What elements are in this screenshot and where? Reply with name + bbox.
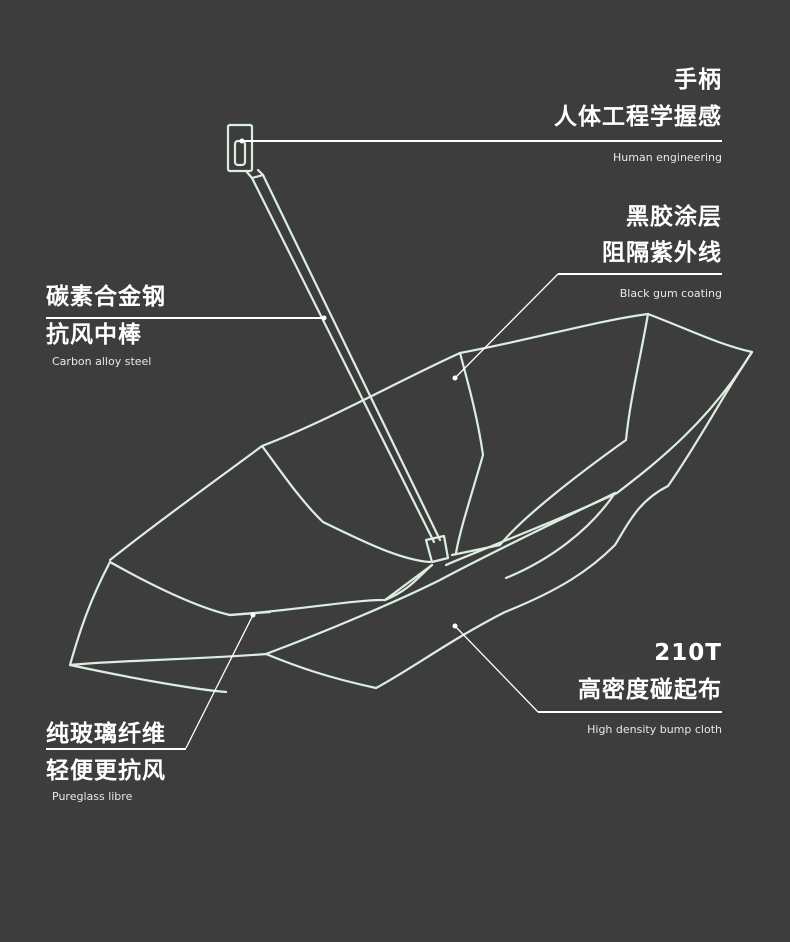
anchor-dot-coating	[452, 375, 458, 381]
leader-coating	[454, 273, 559, 379]
rib	[260, 444, 432, 564]
canopy-front-edge	[68, 663, 228, 694]
umbrella-shaft	[250, 173, 442, 544]
umbrella-handle	[226, 123, 254, 173]
anchor-dot-shaft	[321, 315, 327, 321]
canopy-inner-edge	[264, 491, 617, 656]
handle-title: 手柄	[674, 67, 722, 93]
shaft-english: Carbon alloy steel	[52, 355, 152, 368]
leader-rule-cloth	[538, 711, 722, 713]
shaft-runner	[424, 534, 450, 564]
cloth-subtitle: 高密度碰起布	[578, 677, 722, 703]
anchor-dot-ribs	[250, 612, 256, 618]
cloth-english: High density bump cloth	[587, 723, 722, 736]
rib	[108, 560, 434, 617]
cloth-title: 210T	[654, 640, 722, 666]
stretcher	[228, 563, 434, 617]
handle-collar	[244, 168, 265, 180]
canopy-back	[108, 312, 754, 562]
handle-button	[233, 139, 247, 167]
leader-rule-handle	[242, 140, 722, 142]
ribs-english: Pureglass libre	[52, 790, 133, 803]
coating-subtitle: 阻隔紫外线	[602, 240, 722, 266]
rib	[504, 491, 617, 580]
coating-english: Black gum coating	[619, 287, 722, 300]
shaft-subtitle: 抗风中棒	[46, 322, 142, 348]
leader-rule-coating	[558, 273, 722, 275]
ribs-subtitle: 轻便更抗风	[46, 758, 166, 784]
canopy-right	[374, 350, 754, 690]
anchor-dot-cloth	[452, 623, 458, 629]
ribs-title: 纯玻璃纤维	[46, 721, 166, 747]
shaft-title: 碳素合金钢	[46, 284, 166, 310]
leader-rule-shaft	[46, 317, 324, 319]
coating-title: 黑胶涂层	[626, 204, 722, 230]
leader-rule-ribs	[46, 748, 186, 750]
rib	[450, 312, 650, 557]
handle-subtitle: 人体工程学握感	[554, 104, 722, 130]
handle-english: Human engineering	[613, 151, 722, 164]
canopy-front-left	[68, 560, 378, 690]
rib	[444, 350, 754, 567]
leader-ribs	[185, 614, 254, 749]
leader-cloth	[454, 625, 539, 713]
rib	[454, 351, 485, 555]
